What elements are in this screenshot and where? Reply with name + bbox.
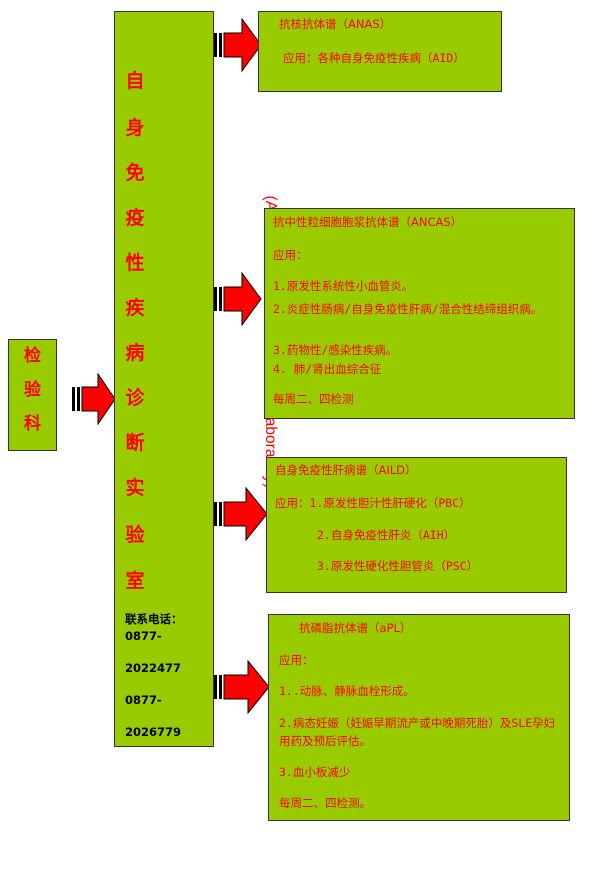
panel-line: 3.药物性/感染性疾病。 xyxy=(273,343,398,357)
phone-line: 2026779 xyxy=(125,725,182,739)
arrow-right-icon xyxy=(214,660,270,714)
panel-line: 1.原发性系统性小血管炎。 xyxy=(273,279,414,293)
lab-name-char: 室 xyxy=(125,570,145,592)
lab-name-char: 验 xyxy=(125,524,145,546)
phone-line: 2022477 xyxy=(125,661,182,675)
panel-line: 应用： xyxy=(279,653,314,667)
panel-aild: 自身免疫性肝病谱（AILD） 应用：1.原发性胆汁性肝硬化（PBC） 2.自身免… xyxy=(266,457,567,593)
panel-line: 2.自身免疫性肝炎（AIH） xyxy=(317,528,456,542)
panel-line: 3.原发性硬化性胆管炎（PSC） xyxy=(317,559,479,573)
department-char: 科 xyxy=(24,414,41,434)
lab-name-char: 断 xyxy=(125,432,145,454)
panel-line: 每周二、四检测 xyxy=(273,392,354,406)
contact-label: 联系电话： xyxy=(125,612,183,626)
panel-line: 1..动脉、静脉血栓形成。 xyxy=(279,684,415,698)
arrow-right-icon xyxy=(214,272,262,326)
panel-line: 3.血小板减少 xyxy=(279,765,351,779)
department-char: 验 xyxy=(24,380,41,400)
panel-line: 每周二、四检测。 xyxy=(279,796,371,810)
lab-box: 自 身 免 疫 性 疾 病 诊 断 实 验 室 (Autoimmune dise… xyxy=(114,11,279,747)
panel-line: 2.病态妊娠（妊娠早期流产或中晚期死胎）及SLE孕妇用药及预后评估。 xyxy=(279,716,556,748)
lab-name-char: 实 xyxy=(125,477,145,499)
panel-line: 应用： xyxy=(273,248,308,262)
lab-name-char: 诊 xyxy=(125,387,145,409)
panel-title: 抗核抗体谱（ANAS） xyxy=(279,17,392,31)
lab-name-char: 身 xyxy=(125,117,145,139)
panel-ancas: 抗中性粒细胞胞浆抗体谱（ANCAS） 应用： 1.原发性系统性小血管炎。 2.炎… xyxy=(264,208,575,419)
lab-name-char: 免 xyxy=(125,162,145,184)
lab-name-char: 疫 xyxy=(125,207,145,229)
panel-line: 4. 肺/肾出血综合征 xyxy=(273,362,382,376)
panel-title: 抗磷脂抗体谱（aPL） xyxy=(299,621,412,635)
lab-name-char: 病 xyxy=(125,342,145,364)
lab-name-char: 性 xyxy=(125,252,145,274)
panel-anas: 抗核抗体谱（ANAS） 应用：各种自身免疫性疾病（AID） xyxy=(258,11,502,92)
lab-name-char: 疾 xyxy=(125,297,145,319)
lab-name-char: 自 xyxy=(125,70,145,92)
panel-title: 自身免疫性肝病谱（AILD） xyxy=(275,463,417,477)
arrow-right-icon xyxy=(214,18,262,72)
panel-line: 2.炎症性肠病/自身免疫性肝病/混合性结缔组织病。 xyxy=(273,302,543,316)
panel-apl: 抗磷脂抗体谱（aPL） 应用： 1..动脉、静脉血栓形成。 2.病态妊娠（妊娠早… xyxy=(268,614,570,821)
panel-line: 应用：1.原发性胆汁性肝硬化（PBC） xyxy=(275,496,471,510)
panel-title: 抗中性粒细胞胞浆抗体谱（ANCAS） xyxy=(273,215,463,229)
department-box: 检 验 科 xyxy=(8,339,57,451)
phone-line: 0877- xyxy=(125,693,162,707)
arrow-right-icon xyxy=(214,487,268,541)
department-char: 检 xyxy=(24,346,41,366)
panel-line: 应用：各种自身免疫性疾病（AID） xyxy=(283,51,465,65)
arrow-right-icon xyxy=(72,373,116,425)
phone-line: 0877- xyxy=(125,629,162,643)
